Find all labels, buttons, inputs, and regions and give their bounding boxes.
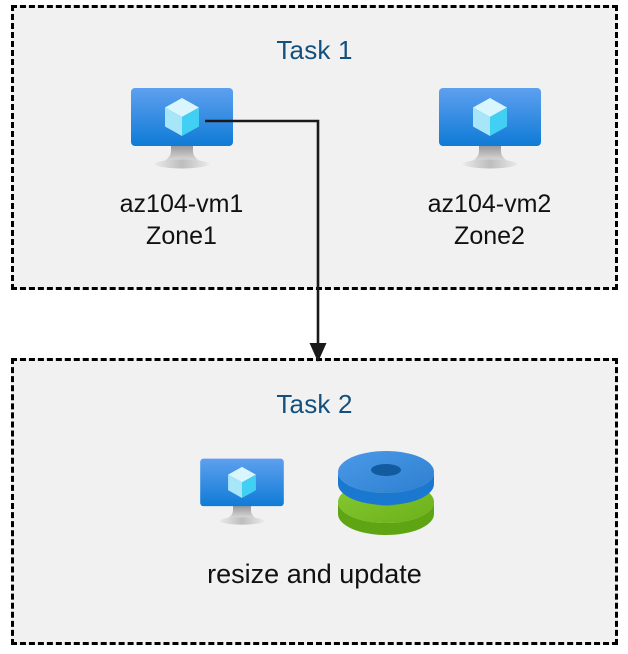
virtual-machine-icon	[121, 86, 243, 169]
task2-title: Task 2	[276, 389, 353, 419]
task1-container: Task 1	[11, 5, 618, 290]
vm-name-label: az104-vm1	[119, 190, 244, 218]
task2-caption: resize and update	[207, 559, 422, 589]
vm-zone-label: Zone1	[146, 222, 217, 250]
node-az104-vm1[interactable]: az104-vm1 Zone1	[74, 86, 289, 252]
node-az104-vm2[interactable]: az104-vm2 Zone2	[382, 86, 597, 252]
vm-name-label: az104-vm2	[427, 190, 552, 218]
virtual-machine-icon	[192, 455, 292, 527]
task1-title: Task 1	[276, 35, 353, 65]
task2-icon-row	[14, 446, 615, 536]
vm-zone-label: Zone2	[454, 222, 525, 250]
managed-disks-icon	[334, 446, 438, 536]
task2-container: Task 2	[11, 358, 618, 645]
virtual-machine-icon	[429, 86, 551, 169]
